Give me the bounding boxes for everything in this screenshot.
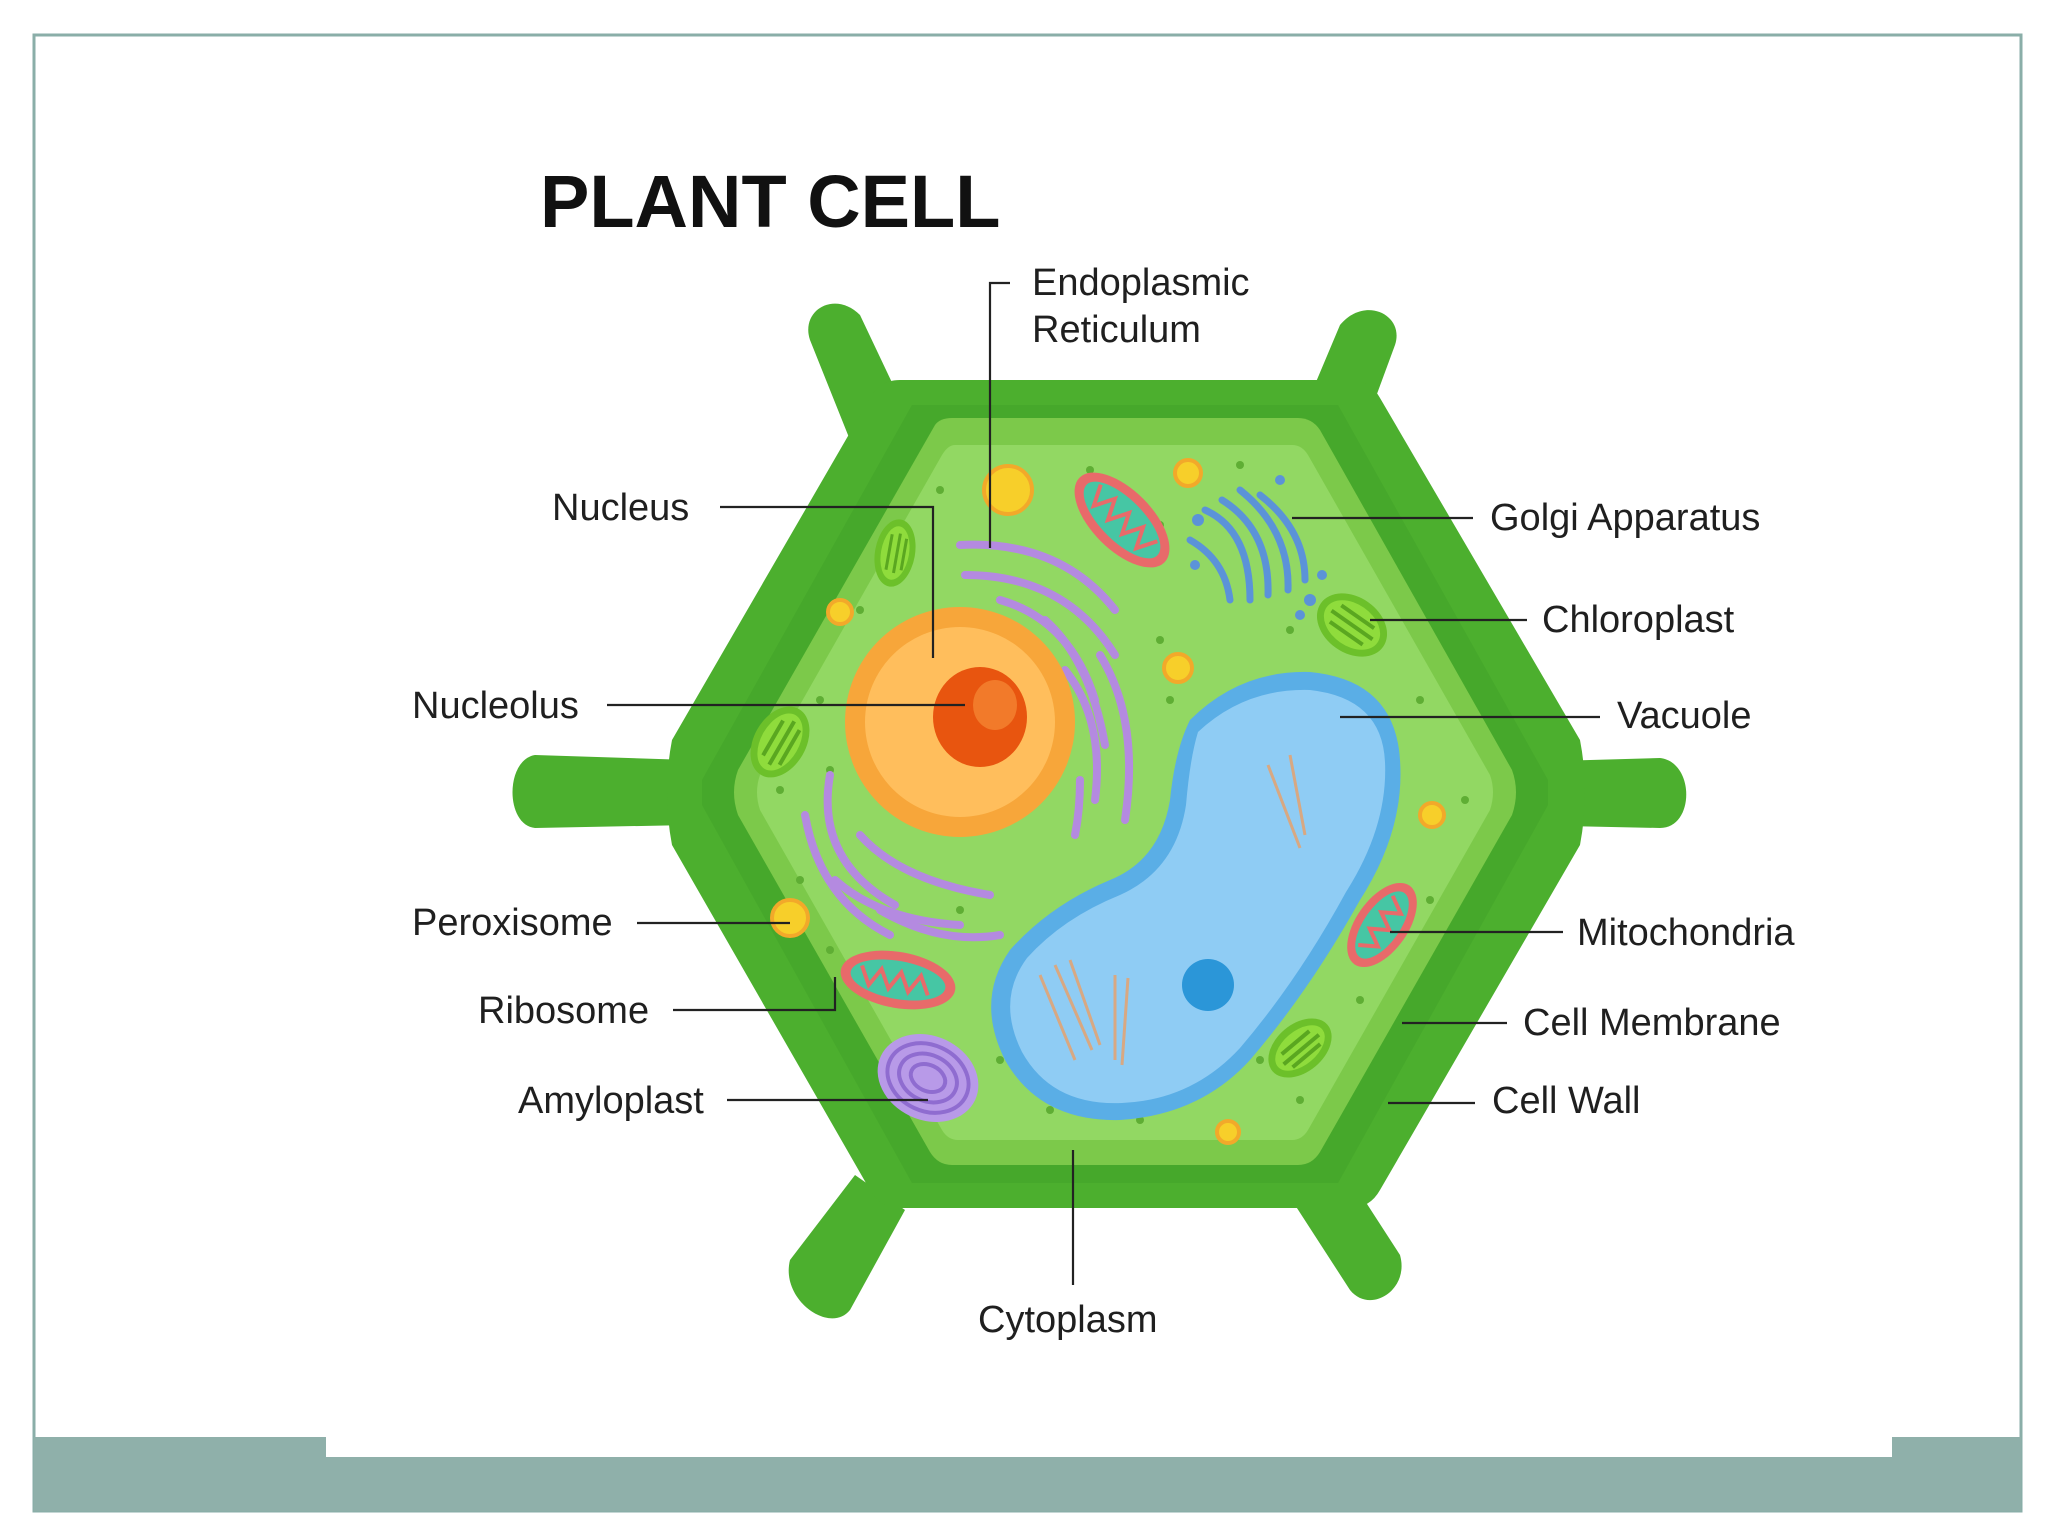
label-nucleolus: Nucleolus (412, 685, 579, 727)
endoplasmic-reticulum (801, 540, 1134, 942)
label-cell-wall: Cell Wall (1492, 1080, 1641, 1122)
label-cell-membrane: Cell Membrane (1523, 1002, 1781, 1044)
vacuole-vesicle (1182, 959, 1234, 1011)
chloroplast-group (750, 519, 1388, 1078)
nucleolus-highlight (973, 680, 1017, 730)
label-endoplasmic-reticulum-line1: Endoplasmic (1032, 262, 1250, 304)
label-peroxisome: Peroxisome (412, 902, 613, 944)
diagram-title: PLANT CELL (540, 160, 1000, 243)
label-cytoplasm: Cytoplasm (978, 1299, 1158, 1341)
leader-ribosome (673, 977, 837, 1012)
golgi-apparatus (1186, 486, 1309, 604)
vacuole-crystals (1038, 754, 1307, 1066)
golgi-vesicles (1190, 475, 1327, 620)
plant-cell-illustration (512, 303, 1687, 1319)
leader-endoplasmic-reticulum (988, 281, 1010, 548)
label-vacuole: Vacuole (1617, 695, 1752, 737)
label-amyloplast: Amyloplast (518, 1080, 704, 1122)
vacuole-interior (1010, 689, 1386, 1104)
label-golgi-apparatus: Golgi Apparatus (1490, 497, 1760, 539)
leader-nucleus (720, 505, 935, 658)
peroxisome-group (770, 458, 1446, 1145)
label-endoplasmic-reticulum-line2: Reticulum (1032, 309, 1201, 351)
label-mitochondria: Mitochondria (1577, 912, 1795, 954)
mitochondria-group (840, 472, 1417, 1010)
leader-lines (607, 281, 1600, 1285)
labels: Endoplasmic Reticulum Nucleus Nucleolus … (412, 262, 1795, 1341)
label-nucleus: Nucleus (552, 487, 689, 529)
label-ribosome: Ribosome (478, 990, 649, 1032)
label-chloroplast: Chloroplast (1542, 599, 1735, 641)
footer-notch (326, 1437, 1892, 1457)
